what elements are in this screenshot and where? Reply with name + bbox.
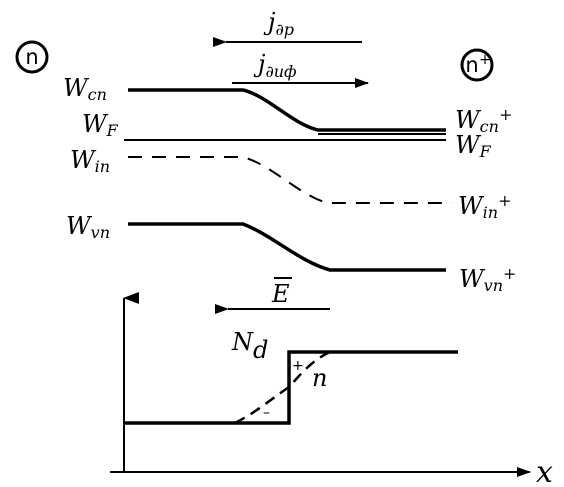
electric-field-label: E	[271, 280, 290, 308]
wcn-plus-label: Wcn+	[455, 105, 512, 136]
wf-label-right: WF	[455, 131, 492, 161]
wvn-plus-label: Wvn+	[459, 264, 516, 295]
x-axis-label: x	[536, 455, 553, 487]
region-n-plus-label: n	[465, 53, 478, 77]
win-label: Win	[70, 146, 110, 176]
win-plus-label: Win+	[458, 191, 512, 222]
intrinsic-level-line	[128, 156, 452, 204]
conduction-band-line	[128, 88, 446, 132]
wcn-label: Wcn	[63, 74, 107, 104]
negative-charge-sign: –	[263, 405, 270, 421]
wvn-label: Wvn	[66, 212, 110, 242]
n-label: n	[312, 364, 327, 392]
donor-concentration-profile	[124, 350, 458, 425]
electron-concentration-profile	[234, 350, 331, 425]
region-n-label: n	[25, 45, 38, 69]
positive-charge-sign: +	[292, 358, 304, 374]
region-n-plus-sup: +	[479, 52, 491, 68]
wf-label-left: WF	[82, 110, 119, 140]
region-n-symbol: n	[15, 40, 49, 74]
drift-current-label: j∂p	[263, 8, 294, 39]
nd-label: Nd	[231, 328, 268, 364]
valence-band-line	[128, 222, 446, 272]
diffusion-current-label: j∂uф	[253, 50, 297, 81]
region-n-plus-symbol: n +	[460, 48, 494, 82]
